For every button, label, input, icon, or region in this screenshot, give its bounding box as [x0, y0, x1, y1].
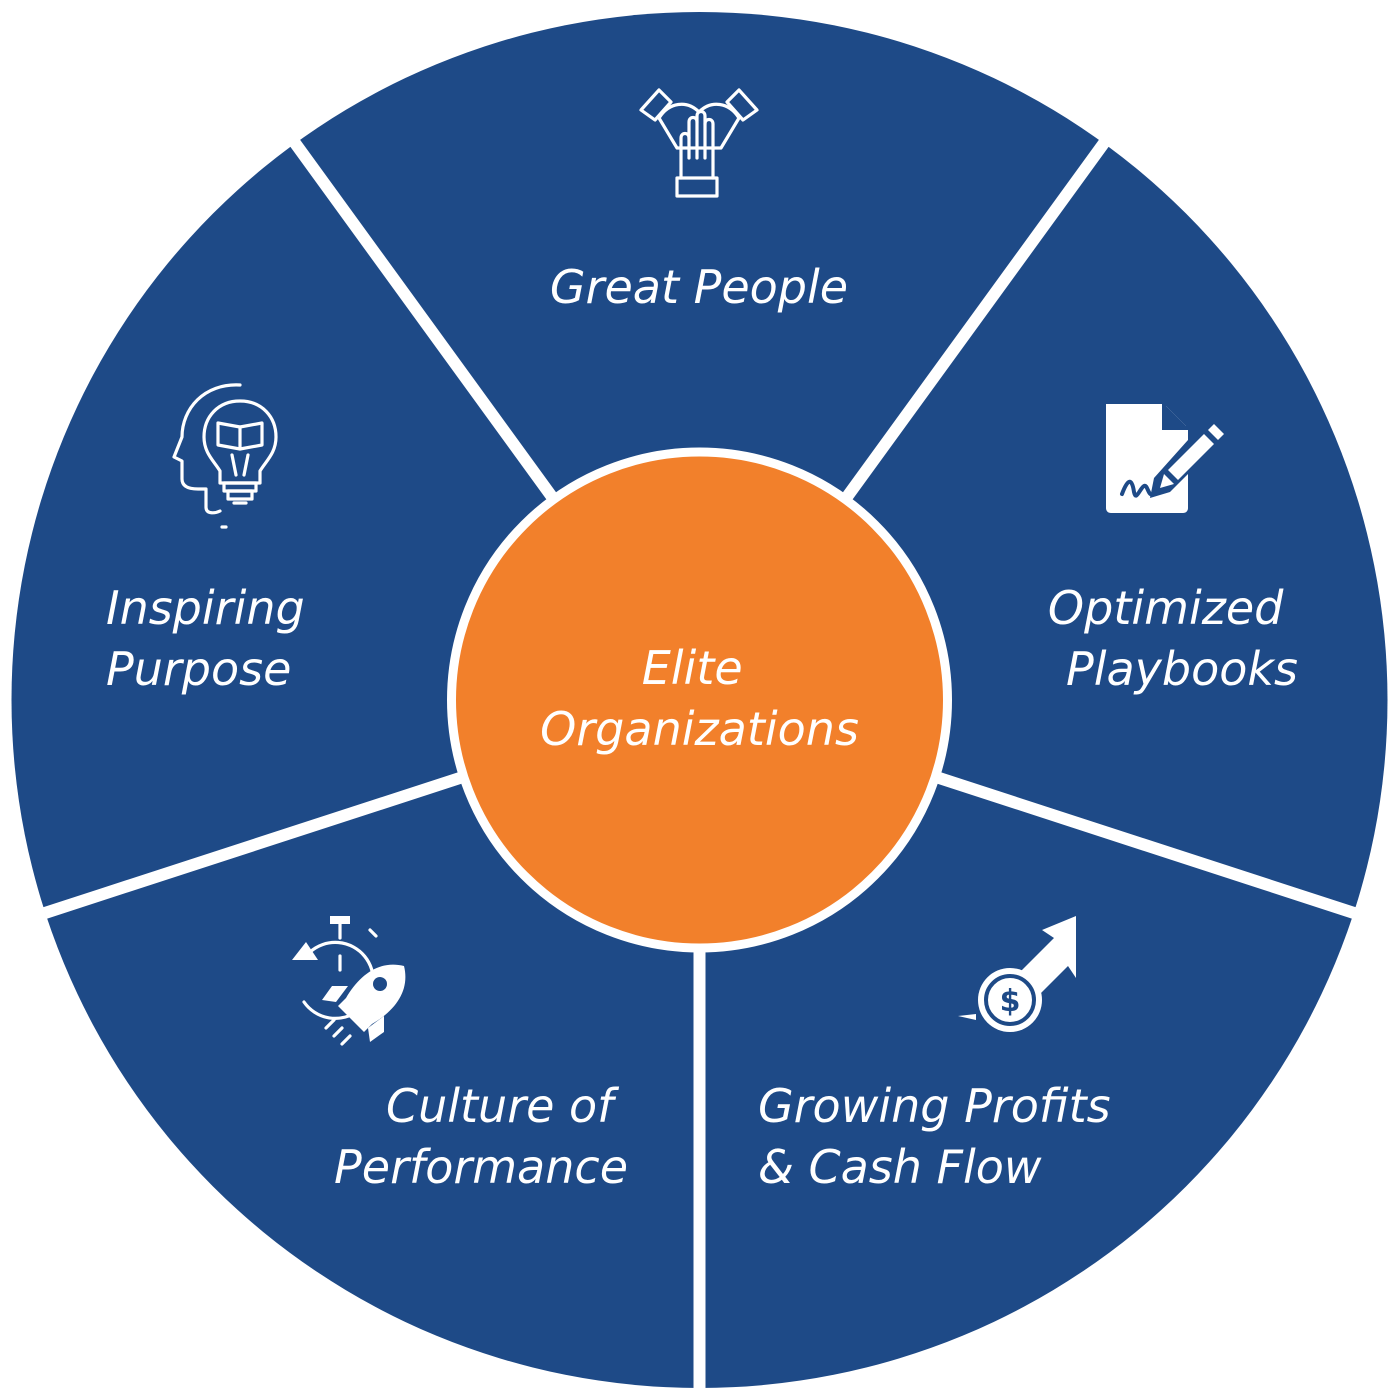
segment-growing-profits: $ Growing Profits & Cash Flow — [758, 916, 1125, 1194]
segment-label-great-people: Great People — [550, 260, 848, 314]
segment-culture-performance: Culture of Performance — [292, 916, 628, 1194]
inspiring-purpose-line1: Inspiring — [106, 581, 305, 635]
segment-great-people: Great People — [550, 88, 848, 314]
segment-inspiring-purpose: Inspiring Purpose — [106, 383, 319, 696]
optimized-playbooks-line2: Playbooks — [1066, 642, 1298, 696]
great-people-line1: Great People — [550, 260, 848, 314]
stopwatch-rocket-icon — [292, 916, 406, 1046]
segment-label-growing-profits: Growing Profits & Cash Flow — [758, 1079, 1125, 1194]
inspiring-purpose-line2: Purpose — [106, 642, 291, 696]
culture-performance-line1: Culture of — [386, 1079, 619, 1133]
growing-profits-line1: Growing Profits — [758, 1079, 1111, 1133]
head-lightbulb-book-icon — [172, 383, 278, 529]
optimized-playbooks-line1: Optimized — [1048, 581, 1284, 635]
segment-dividers — [43, 139, 1356, 1392]
culture-performance-line2: Performance — [334, 1140, 628, 1194]
center-circle — [447, 447, 952, 953]
segment-label-optimized-playbooks: Optimized Playbooks — [1048, 581, 1298, 696]
document-signature-icon — [1106, 404, 1224, 513]
growing-profits-line2: & Cash Flow — [758, 1140, 1042, 1194]
segment-optimized-playbooks: Optimized Playbooks — [1048, 404, 1298, 696]
segment-label-culture-performance: Culture of Performance — [334, 1079, 628, 1194]
center-label-line2: Organizations — [540, 702, 859, 756]
hands-together-icon — [639, 88, 759, 198]
dollar-growth-arrow-icon: $ — [958, 916, 1076, 1032]
center-label-line1: Elite — [642, 641, 743, 695]
svg-text:$: $ — [1000, 984, 1021, 1019]
segment-label-inspiring-purpose: Inspiring Purpose — [106, 581, 319, 696]
center-label: Elite Organizations — [540, 641, 859, 756]
